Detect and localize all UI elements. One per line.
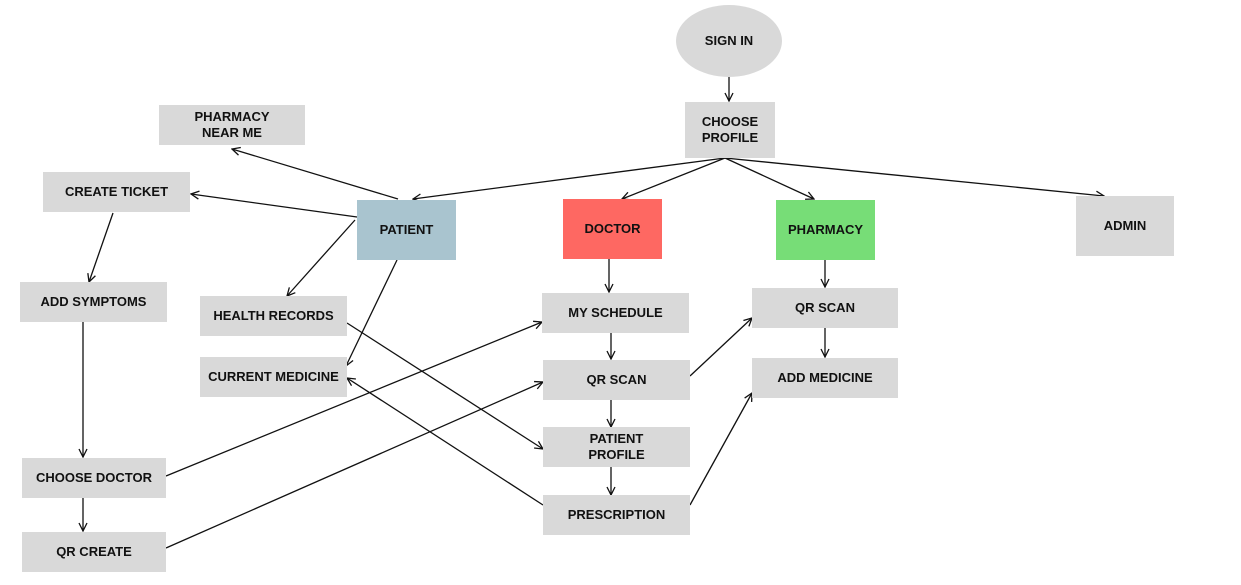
edge-chooseprofile-admin: [724, 157, 1104, 196]
my-schedule-node: MY SCHEDULE: [542, 293, 689, 333]
current-medicine-label: CURRENT MEDICINE: [208, 369, 339, 384]
add-symptoms-node: ADD SYMPTOMS: [20, 282, 167, 322]
edge-prescription-addmedicine: [689, 393, 752, 506]
add-symptoms-label: ADD SYMPTOMS: [40, 294, 147, 309]
patient-profile-node: PATIENT PROFILE: [543, 427, 690, 467]
edge-choosedoctor-myschedule: [165, 322, 542, 477]
create-ticket-node: CREATE TICKET: [43, 172, 190, 212]
edge-patient-healthrecords: [287, 219, 356, 296]
edge-doctorqr-pharmacyqr: [689, 318, 752, 377]
sign-in-node-shape: [676, 5, 782, 77]
pharmacy-qr-scan-label: QR SCAN: [795, 300, 855, 315]
patient-profile-label-1: PATIENT: [589, 431, 644, 446]
admin-node: ADMIN: [1076, 196, 1174, 256]
current-medicine-node: CURRENT MEDICINE: [200, 357, 347, 397]
health-records-node: HEALTH RECORDS: [200, 296, 347, 336]
doctor-label: DOCTOR: [584, 221, 641, 236]
qr-create-label: QR CREATE: [56, 544, 132, 559]
health-records-label: HEALTH RECORDS: [213, 308, 334, 323]
choose-doctor-label: CHOOSE DOCTOR: [35, 470, 153, 485]
edge-prescription-currentmedicine: [347, 378, 544, 506]
admin-label: ADMIN: [1103, 218, 1147, 233]
edge-patient-createticket: [191, 194, 358, 218]
edge-qrcreate-qrscan: [165, 382, 543, 549]
choose-profile-label-1: CHOOSE: [701, 114, 759, 129]
choose-profile-node: CHOOSE PROFILE: [685, 102, 775, 158]
edge-chooseprofile-doctor: [622, 157, 726, 199]
edge-createticket-addsymptoms: [89, 212, 114, 282]
patient-label: PATIENT: [379, 222, 434, 237]
pharmacy-near-me-node: PHARMACY NEAR ME: [159, 105, 305, 145]
sign-in-label: SIGN IN: [704, 33, 754, 48]
prescription-node: PRESCRIPTION: [543, 495, 690, 535]
pharmacy-label: PHARMACY: [787, 222, 864, 237]
add-medicine-label: ADD MEDICINE: [777, 370, 873, 385]
edge-chooseprofile-pharmacy: [724, 157, 814, 199]
choose-profile-label-2: PROFILE: [701, 130, 759, 145]
edge-chooseprofile-patient: [413, 157, 726, 199]
add-medicine-node: ADD MEDICINE: [752, 358, 898, 398]
patient-node: PATIENT: [357, 200, 456, 260]
pharmacy-qr-scan-node: QR SCAN: [752, 288, 898, 328]
doctor-qr-scan-label: QR SCAN: [586, 372, 647, 387]
sign-in-node: SIGN IN: [676, 5, 782, 77]
pharmacy-node: PHARMACY: [776, 200, 875, 260]
doctor-qr-scan-node: QR SCAN: [543, 360, 690, 400]
create-ticket-label: CREATE TICKET: [64, 184, 169, 199]
edge-healthrecords-patientprofile: [346, 322, 543, 449]
patient-profile-label-2: PROFILE: [588, 447, 645, 462]
choose-doctor-node: CHOOSE DOCTOR: [22, 458, 166, 498]
edge-patient-pharmacynearme: [232, 149, 399, 200]
doctor-node: DOCTOR: [563, 199, 662, 259]
pharmacy-near-me-label-1: PHARMACY: [194, 109, 270, 124]
pharmacy-near-me-label-2: NEAR ME: [202, 125, 262, 140]
qr-create-node: QR CREATE: [22, 532, 166, 572]
edge-patient-currentmedicine: [346, 259, 398, 366]
my-schedule-label: MY SCHEDULE: [568, 305, 663, 320]
prescription-label: PRESCRIPTION: [567, 507, 666, 522]
